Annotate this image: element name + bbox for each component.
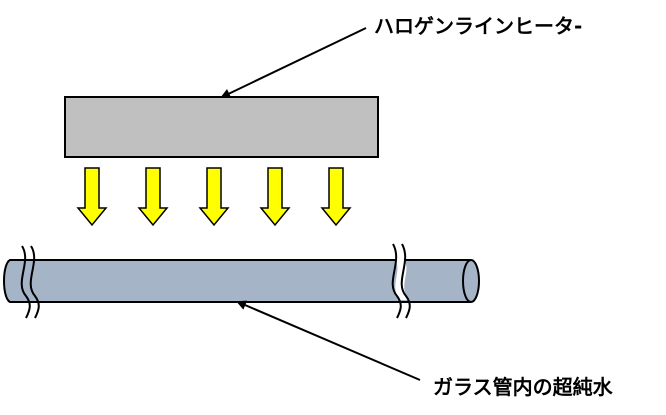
heat-arrow-3 [198,167,230,227]
glass-tube [3,243,480,319]
break-mark-left-1 [20,245,31,319]
heat-arrow-5 [320,167,352,227]
heat-arrow-4 [259,167,291,227]
halogen-heater [64,96,379,158]
glass-tube-end [462,259,480,303]
heater-leader-arrow [220,27,367,99]
heat-arrows [76,167,352,227]
water-leader-arrow [236,300,421,381]
heater-label: ハロゲンラインヒータ- [374,14,582,38]
water-label: ガラス管内の超純水 [433,375,614,399]
break-mark-right-1 [391,243,402,319]
heat-arrow-2 [137,167,169,227]
break-mark-right-2 [400,243,411,319]
break-mark-left-2 [29,245,40,319]
heat-arrow-1 [76,167,108,227]
